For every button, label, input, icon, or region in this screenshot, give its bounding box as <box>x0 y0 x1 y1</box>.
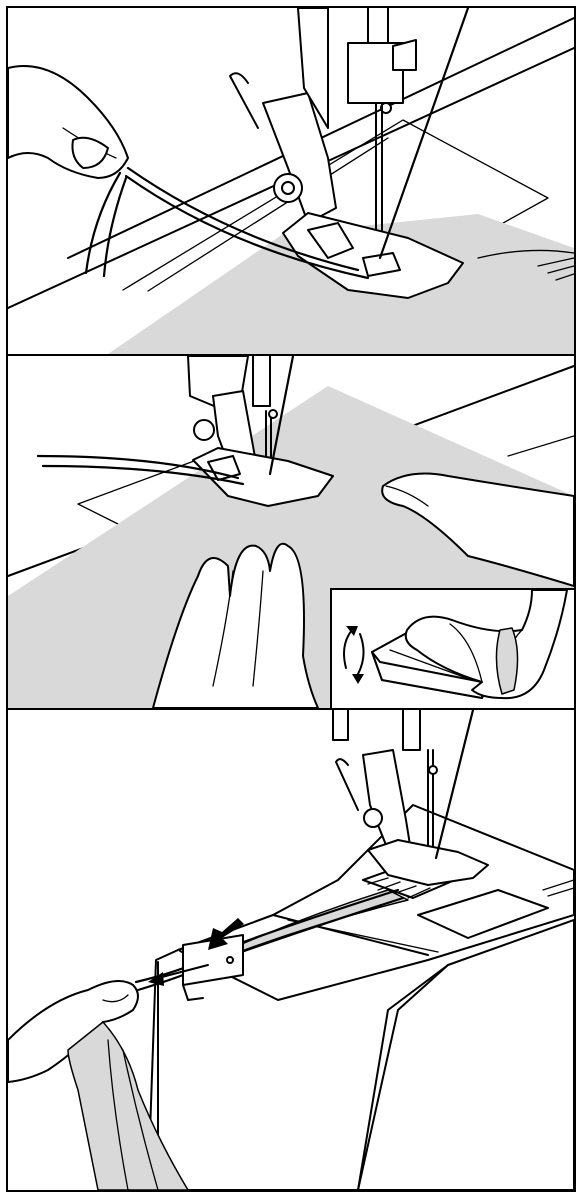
rocking-arrows-icon <box>344 626 364 684</box>
left-hand-fingers <box>8 66 128 178</box>
step-sew-panel <box>6 354 576 710</box>
shoe-heel <box>496 628 517 694</box>
cut-threads-illustration <box>8 710 574 1190</box>
presser-foot-shank <box>363 750 410 850</box>
foot-controller-inset <box>330 588 576 710</box>
step-hold-threads-panel <box>6 6 576 356</box>
presser-bar <box>333 710 348 740</box>
step-cut-threads-panel <box>6 708 576 1192</box>
hold-threads-illustration <box>8 8 574 354</box>
foot-screw <box>194 420 214 440</box>
presser-foot-lever <box>230 73 258 128</box>
foot-controller-illustration <box>332 590 574 708</box>
presser-foot-lever <box>336 759 358 810</box>
foot-screw <box>364 809 382 827</box>
presser-bar <box>253 356 270 406</box>
